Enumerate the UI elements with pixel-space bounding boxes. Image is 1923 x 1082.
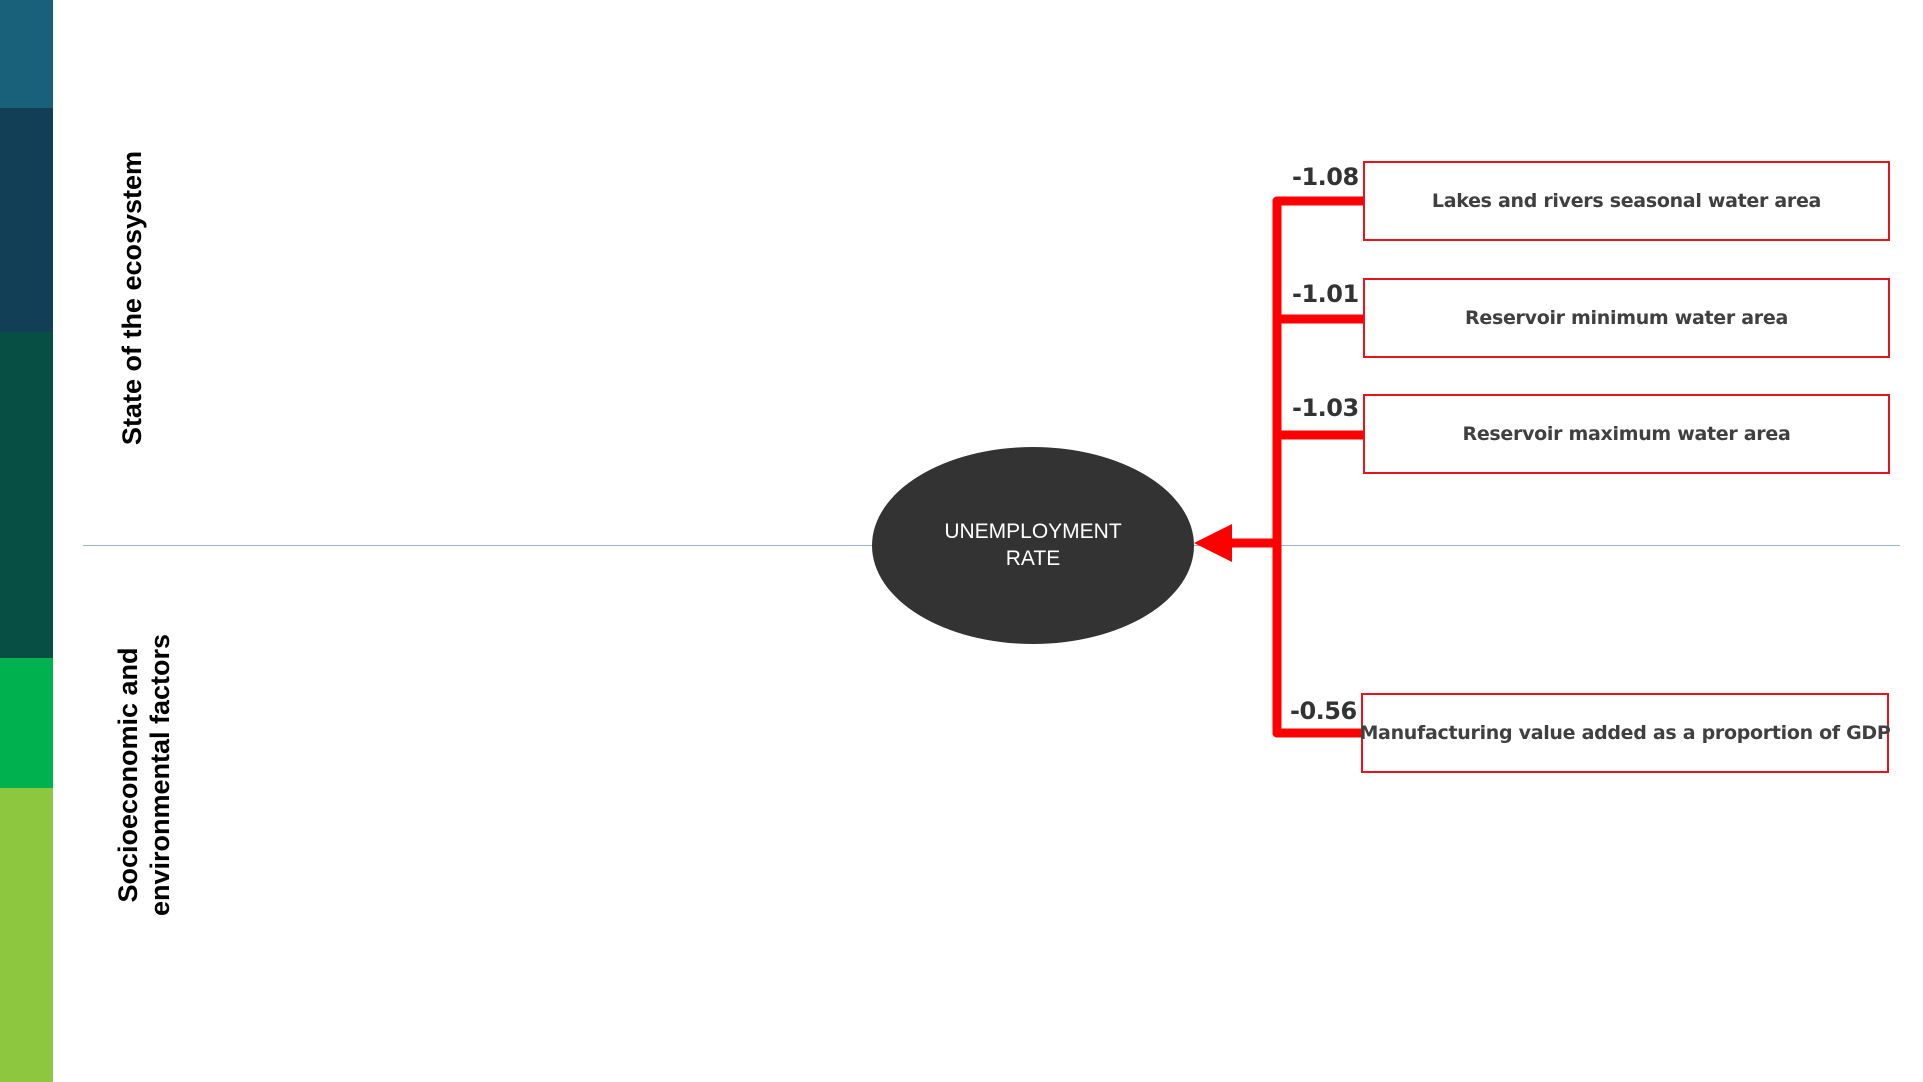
sidebar-band-4 [0, 658, 53, 788]
sidebar-band-3 [0, 332, 53, 658]
unemployment-rate-node: UNEMPLOYMENT RATE [872, 447, 1194, 644]
coefficient-manufacturing: -0.56 [1290, 697, 1357, 725]
link-group [1194, 196, 1368, 738]
node-label-line1: UNEMPLOYMENT [944, 520, 1122, 544]
coefficient-reservoir-maximum: -1.03 [1292, 394, 1359, 422]
factor-box-lakes-rivers: Lakes and rivers seasonal water area [1363, 161, 1890, 241]
factor-box-reservoir-minimum: Reservoir minimum water area [1363, 278, 1890, 358]
link-arrow-head [1194, 524, 1232, 562]
factor-box-manufacturing: Manufacturing value added as a proportio… [1359, 693, 1891, 773]
sidebar-band-1 [0, 0, 53, 108]
coefficient-reservoir-minimum: -1.01 [1292, 280, 1359, 308]
sidebar-band-2 [0, 108, 53, 332]
factor-box-reservoir-maximum: Reservoir maximum water area [1363, 394, 1890, 474]
coefficient-lakes-rivers: -1.08 [1292, 163, 1359, 191]
sidebar-band-5 [0, 788, 53, 1082]
node-label-line2: RATE [1005, 546, 1061, 570]
